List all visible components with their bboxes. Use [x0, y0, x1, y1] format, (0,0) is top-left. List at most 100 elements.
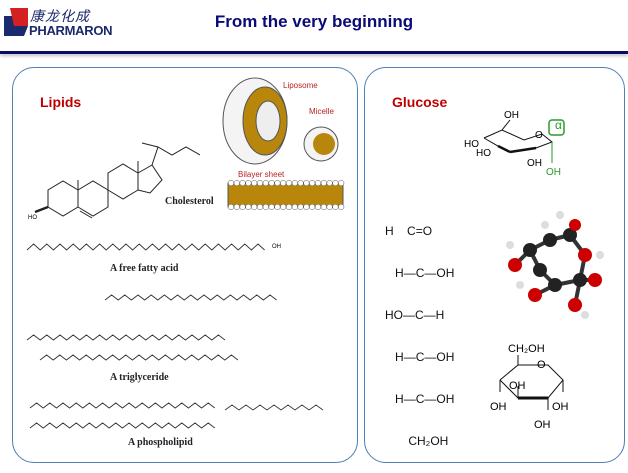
triglyceride-label: A triglyceride	[110, 372, 169, 383]
lipid-head	[233, 179, 240, 187]
lipids-heading: Lipids	[40, 94, 82, 110]
glucose-ball-and-stick-model	[506, 211, 604, 319]
lipid-head	[280, 203, 287, 211]
fischer-row-6: CH₂OH	[408, 434, 449, 448]
fatty-acid-oh-label: OH	[272, 244, 281, 250]
header-divider	[0, 51, 628, 54]
lipid-head	[326, 179, 333, 187]
cholesterol-structure	[34, 142, 200, 219]
haworth-oh-1: OH	[552, 401, 569, 413]
fischer-row-3: HO—C—H	[385, 308, 445, 322]
glucose-oh-6: OH	[504, 110, 519, 121]
lipid-head	[297, 179, 304, 187]
haworth-oh-3: OH	[509, 380, 526, 392]
fischer-projection: H C=O H—C—OH HO—C—H H—C—OH H—C—OH CH₂OH	[385, 200, 454, 473]
carbon-chain	[224, 404, 324, 411]
logo-text: PHARMARON	[29, 23, 113, 38]
bilayer-sheet-label: Bilayer sheet	[238, 170, 285, 179]
alpha-glucose-chair-structure	[483, 119, 565, 163]
atom	[523, 243, 537, 257]
logo-chinese-text: 康龙化成	[30, 9, 90, 25]
lipid-head	[291, 179, 298, 187]
lipid-head	[239, 203, 246, 211]
glucose-oh-1: OH	[546, 167, 561, 178]
lipid-head	[268, 203, 275, 211]
atom	[508, 258, 522, 272]
atom	[516, 281, 524, 289]
lipids-panel	[12, 67, 358, 463]
lipid-head	[274, 203, 281, 211]
carbon-chain	[29, 422, 216, 429]
atom	[556, 211, 564, 219]
atom	[533, 263, 547, 277]
alpha-badge: α	[555, 118, 562, 132]
lipid-head	[332, 203, 339, 211]
glucose-ring-o: O	[535, 130, 543, 141]
lipid-head	[251, 179, 258, 187]
lipid-head	[245, 179, 252, 187]
atom	[548, 278, 562, 292]
haworth-ch2oh: CH₂OH	[508, 343, 545, 355]
lipid-head	[303, 203, 310, 211]
lipid-head	[297, 203, 304, 211]
carbon-chain	[26, 243, 265, 251]
lipid-head	[314, 203, 322, 211]
fischer-row-5: H—C—OH	[395, 392, 455, 406]
fischer-row-4: H—C—OH	[395, 350, 455, 364]
lipid-head	[256, 203, 264, 211]
lipid-head	[227, 179, 235, 187]
lipid-head	[285, 179, 293, 187]
fatty-acid-structure	[26, 243, 265, 251]
membrane-structures	[222, 77, 345, 211]
lipid-head	[338, 179, 345, 187]
atom	[506, 241, 514, 249]
lipid-head	[256, 179, 264, 187]
atom	[543, 233, 557, 247]
haworth-ring-o: O	[537, 359, 546, 371]
micelle-label: Micelle	[309, 107, 334, 116]
lipid-head	[233, 203, 240, 211]
slide-title: From the very beginning	[214, 12, 414, 31]
liposome-label: Liposome	[283, 81, 318, 90]
lipid-head	[309, 203, 316, 211]
lipid-head	[227, 203, 235, 211]
lipid-head	[332, 179, 339, 187]
glucose-heading: Glucose	[392, 94, 448, 110]
lipid-head	[245, 203, 252, 211]
lipid-head	[291, 203, 298, 211]
fatty-acid-label: A free fatty acid	[110, 263, 179, 274]
atom	[563, 228, 577, 242]
glucose-ho-4: HO	[464, 139, 479, 150]
atom	[581, 311, 589, 319]
carbon-chain	[26, 334, 226, 341]
atom	[568, 298, 582, 312]
lipid-head	[274, 179, 281, 187]
atom	[573, 273, 587, 287]
ho-label: HO	[28, 215, 37, 221]
phospholipid-structure	[29, 402, 324, 429]
lipid-head	[280, 179, 287, 187]
atom	[596, 251, 604, 259]
glucose-haworth-structure	[499, 355, 564, 410]
lipid-head	[285, 203, 293, 211]
haworth-oh-4: OH	[490, 401, 507, 413]
fischer-row-2: H—C—OH	[395, 266, 455, 280]
lipid-head	[309, 179, 316, 187]
lipid-head	[268, 179, 275, 187]
atom	[588, 273, 602, 287]
lipid-head	[262, 179, 269, 187]
atom	[528, 288, 542, 302]
carbon-chain	[29, 402, 216, 409]
carbon-chain	[104, 294, 277, 301]
lipid-head	[262, 203, 269, 211]
pharmaron-logo-icon	[4, 8, 28, 36]
triglyceride-structure	[26, 294, 277, 361]
lipid-head	[251, 203, 258, 211]
lipid-head	[320, 203, 327, 211]
lipid-head	[320, 179, 327, 187]
haworth-oh-2: OH	[534, 419, 551, 431]
lipid-head	[338, 203, 345, 211]
glucose-ho-3: HO	[476, 148, 491, 159]
lipid-head	[326, 203, 333, 211]
lipid-head	[239, 179, 246, 187]
